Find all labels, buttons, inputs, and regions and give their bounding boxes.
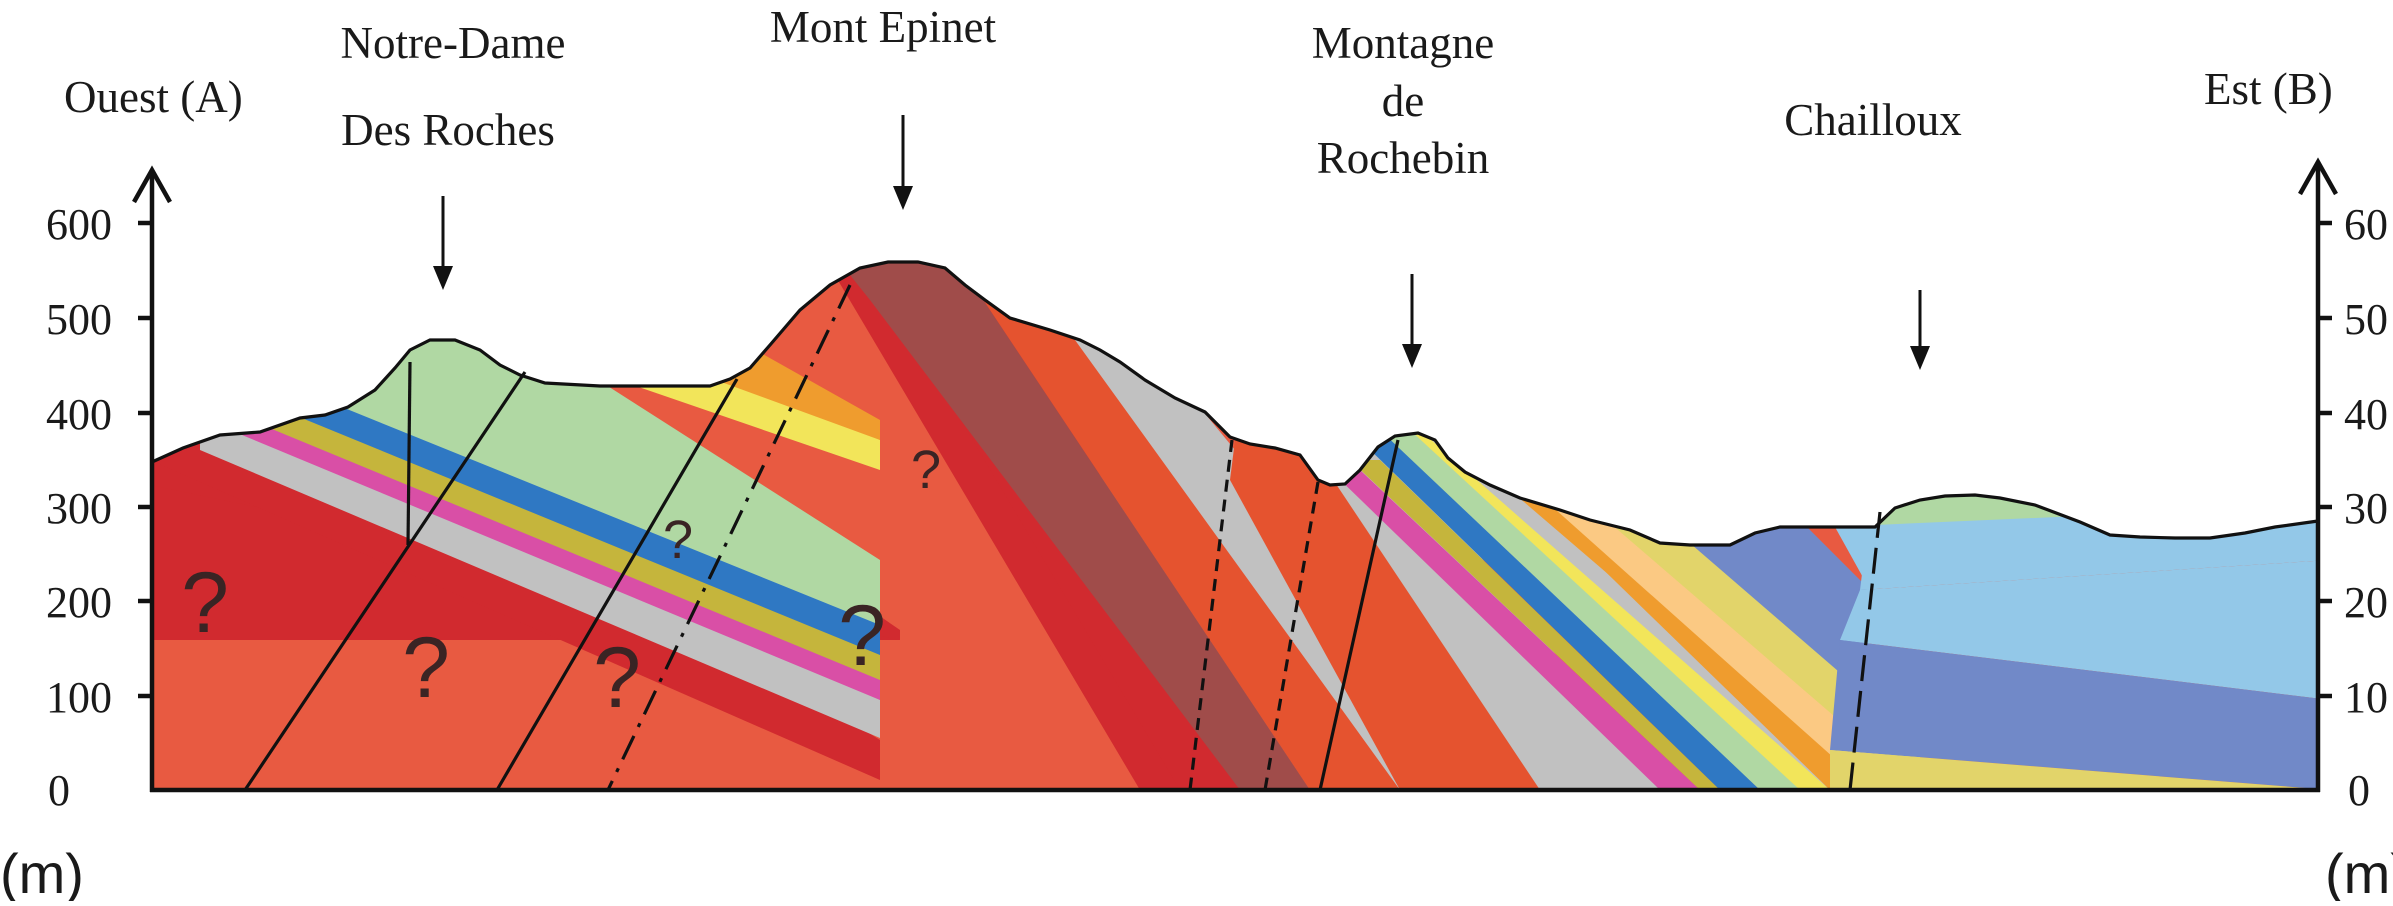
location-arrows [433,115,1930,370]
tick-label: 60 [2344,200,2388,249]
place-rochebin-2: de [1382,76,1424,126]
arrow-head [893,186,913,210]
blue-layer [1360,440,1760,790]
purple-blue-layer [1830,640,2318,790]
unknown-mark-small: ? [911,440,941,500]
east-label: Est (B) [2204,64,2333,114]
fault-line [495,378,739,791]
purple-blue-layer [1640,500,1880,690]
peach-layer [1500,460,1930,790]
place-notre-dame-2: Des Roches [341,105,555,155]
unknown-mark: ? [838,588,886,684]
tick-label: 100 [46,673,112,722]
tick-label: 50 [2344,295,2388,344]
axes [132,157,2338,793]
grey-layer [200,425,880,738]
orange-red-layer [1230,400,1550,790]
tick-label: 400 [46,390,112,439]
khaki-layer [1560,480,1920,790]
brown-band [830,262,1310,790]
arrow-head [1910,346,1930,370]
green-layer [300,330,880,625]
fault-line-dashed [606,284,852,791]
fault-line [243,371,527,791]
unknown-mark: ? [402,620,450,716]
tick-label: 200 [46,578,112,627]
olive-layer [1350,460,1720,790]
fault-line-dashed [1848,511,1882,791]
unit-label-left: (m) [0,842,84,901]
magenta-layer [1330,470,1700,790]
tick-label: 500 [46,295,112,344]
place-rochebin-1: Montagne [1312,18,1494,68]
fault-line [406,361,412,546]
grey-band [1010,262,1400,790]
fault-line-dashed [1263,481,1320,791]
yellow-layer [1410,430,1830,790]
tick-label: 300 [46,484,112,533]
place-mont-epinet: Mont Epinet [770,2,997,52]
sky-layer [1840,560,2318,700]
unknown-mark: ? [181,555,229,651]
arrow-head [433,266,453,290]
ground-surface [151,260,2319,547]
unknown-mark: ? [593,630,641,726]
fault-line [1318,439,1400,791]
orange-red-band [950,262,1400,790]
faults [243,284,1882,791]
unit-label-right: (m) [2325,842,2393,901]
west-label: Ouest (A) [64,72,243,122]
tick-label: 0 [2348,766,2370,815]
dark-red-band [820,262,1180,790]
tick-label: 40 [2344,390,2388,439]
place-notre-dame-1: Notre-Dame [341,18,566,68]
magenta-layer [230,415,880,700]
place-chailloux: Chailloux [1784,95,1962,145]
place-rochebin-3: Rochebin [1317,133,1489,183]
orange-layer [1470,440,1870,790]
blue-layer [270,385,880,655]
right-axis-arrow [2298,157,2338,196]
tick-label: 0 [48,766,70,815]
khaki-layer [1830,750,2318,790]
tick-label: 600 [46,200,112,249]
right-tick-labels: 0 10 20 30 40 50 60 [2344,200,2388,815]
left-axis-arrow [132,165,172,204]
tick-label: 30 [2344,484,2388,533]
tick-label: 10 [2344,673,2388,722]
dark-red-layer [152,438,880,780]
tick-label: 20 [2344,578,2388,627]
left-tick-labels: 0 100 200 300 400 500 600 [46,200,112,815]
unknown-mark-small: ? [663,510,693,570]
arrow-head [1402,344,1422,368]
